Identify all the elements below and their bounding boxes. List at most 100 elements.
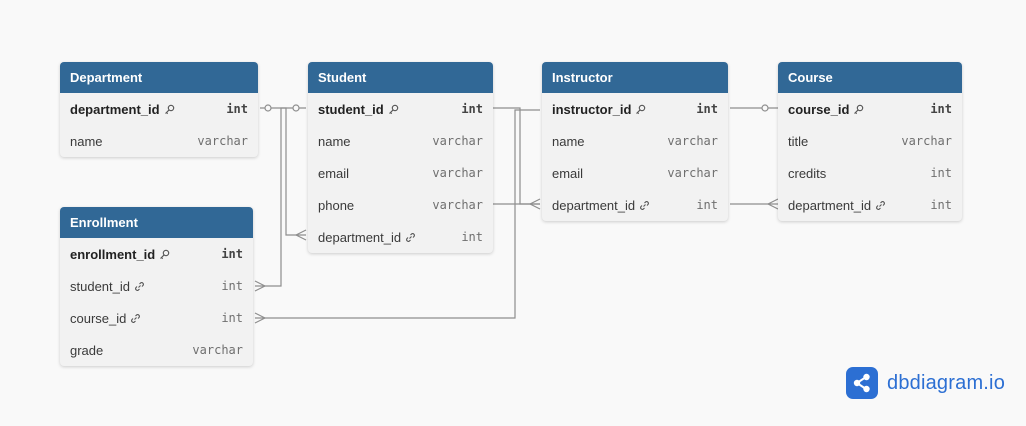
field-type: int xyxy=(221,311,243,325)
table-student[interactable]: Student student_id int name varchar emai… xyxy=(308,62,493,253)
field-name: department_id xyxy=(552,197,636,213)
field-name: name xyxy=(70,133,103,149)
field-type: int xyxy=(930,102,952,116)
field-name: instructor_id xyxy=(552,101,632,117)
field-name-cell: course_id xyxy=(788,102,864,117)
field-row[interactable]: name varchar xyxy=(60,125,258,157)
field-name: department_id xyxy=(788,197,872,213)
field-row[interactable]: department_id int xyxy=(542,189,728,221)
share-nodes-icon xyxy=(846,367,878,399)
one-marker xyxy=(292,104,300,112)
link-icon xyxy=(405,232,416,243)
field-name-cell: instructor_id xyxy=(552,102,646,117)
field-type: int xyxy=(221,247,243,261)
one-marker xyxy=(264,104,272,112)
link-icon xyxy=(875,200,886,211)
field-name-cell: department_id xyxy=(552,198,650,213)
field-type: int xyxy=(930,198,952,212)
field-type: int xyxy=(221,279,243,293)
field-row[interactable]: student_id int xyxy=(308,93,493,125)
field-row[interactable]: enrollment_id int xyxy=(60,238,253,270)
many-marker xyxy=(767,198,779,210)
key-icon xyxy=(388,104,399,115)
key-icon xyxy=(635,104,646,115)
field-row[interactable]: name varchar xyxy=(542,125,728,157)
field-name: phone xyxy=(318,197,355,213)
field-type: varchar xyxy=(432,166,483,180)
field-name: course_id xyxy=(70,310,127,326)
field-row[interactable]: department_id int xyxy=(60,93,258,125)
field-type: varchar xyxy=(901,134,952,148)
field-type: varchar xyxy=(667,166,718,180)
field-row[interactable]: instructor_id int xyxy=(542,93,728,125)
one-marker xyxy=(761,104,769,112)
field-row[interactable]: department_id int xyxy=(778,189,962,221)
field-row[interactable]: credits int xyxy=(778,157,962,189)
table-instructor[interactable]: Instructor instructor_id int name varcha… xyxy=(542,62,728,221)
field-row[interactable]: student_id int xyxy=(60,270,253,302)
table-header[interactable]: Instructor xyxy=(542,62,728,93)
field-type: int xyxy=(696,198,718,212)
field-type: varchar xyxy=(192,343,243,357)
field-type: varchar xyxy=(197,134,248,148)
table-header[interactable]: Enrollment xyxy=(60,207,253,238)
field-type: int xyxy=(461,230,483,244)
field-row[interactable]: grade varchar xyxy=(60,334,253,366)
many-marker xyxy=(254,280,266,292)
field-type: varchar xyxy=(667,134,718,148)
field-name: grade xyxy=(70,342,104,358)
field-name: department_id xyxy=(318,229,402,245)
table-header[interactable]: Department xyxy=(60,62,258,93)
relation-student-enrollment[interactable] xyxy=(255,107,306,287)
field-type: varchar xyxy=(432,198,483,212)
link-icon xyxy=(134,281,145,292)
field-row[interactable]: department_id int xyxy=(308,221,493,253)
field-name: course_id xyxy=(788,101,850,117)
link-icon xyxy=(639,200,650,211)
table-header[interactable]: Course xyxy=(778,62,962,93)
relation-department-student[interactable] xyxy=(260,107,306,236)
field-name-cell: department_id xyxy=(788,198,886,213)
many-marker xyxy=(295,229,307,241)
field-name: student_id xyxy=(70,278,130,294)
field-name: student_id xyxy=(318,101,384,117)
field-name-cell: student_id xyxy=(318,102,399,117)
field-name: title xyxy=(788,133,809,149)
field-name-cell: student_id xyxy=(70,279,145,294)
field-type: int xyxy=(226,102,248,116)
key-icon xyxy=(159,249,170,260)
field-name: department_id xyxy=(70,101,160,117)
many-marker xyxy=(529,198,541,210)
table-enrollment[interactable]: Enrollment enrollment_id int student_id … xyxy=(60,207,253,366)
field-row[interactable]: email varchar xyxy=(308,157,493,189)
field-type: int xyxy=(930,166,952,180)
table-department[interactable]: Department department_id int name varcha… xyxy=(60,62,258,157)
field-type: varchar xyxy=(432,134,483,148)
table-course[interactable]: Course course_id int title varchar credi… xyxy=(778,62,962,221)
field-row[interactable]: phone varchar xyxy=(308,189,493,221)
field-name: name xyxy=(318,133,351,149)
relation-department-instructor[interactable] xyxy=(493,107,540,205)
field-type: int xyxy=(461,102,483,116)
field-name-cell: department_id xyxy=(70,102,175,117)
field-row[interactable]: email varchar xyxy=(542,157,728,189)
key-icon xyxy=(853,104,864,115)
brand-logo[interactable]: dbdiagram.io xyxy=(846,367,1005,399)
field-row[interactable]: name varchar xyxy=(308,125,493,157)
key-icon xyxy=(164,104,175,115)
field-row[interactable]: title varchar xyxy=(778,125,962,157)
field-name-cell: course_id xyxy=(70,311,141,326)
field-name-cell: department_id xyxy=(318,230,416,245)
field-name: name xyxy=(552,133,585,149)
field-row[interactable]: course_id int xyxy=(60,302,253,334)
brand-name: dbdiagram.io xyxy=(887,371,1006,394)
field-name: credits xyxy=(788,165,827,181)
table-header[interactable]: Student xyxy=(308,62,493,93)
field-name: email xyxy=(318,165,350,181)
field-name-cell: enrollment_id xyxy=(70,247,170,262)
field-row[interactable]: course_id int xyxy=(778,93,962,125)
link-icon xyxy=(130,313,141,324)
field-name: enrollment_id xyxy=(70,246,156,262)
field-type: int xyxy=(696,102,718,116)
field-name: email xyxy=(552,165,584,181)
